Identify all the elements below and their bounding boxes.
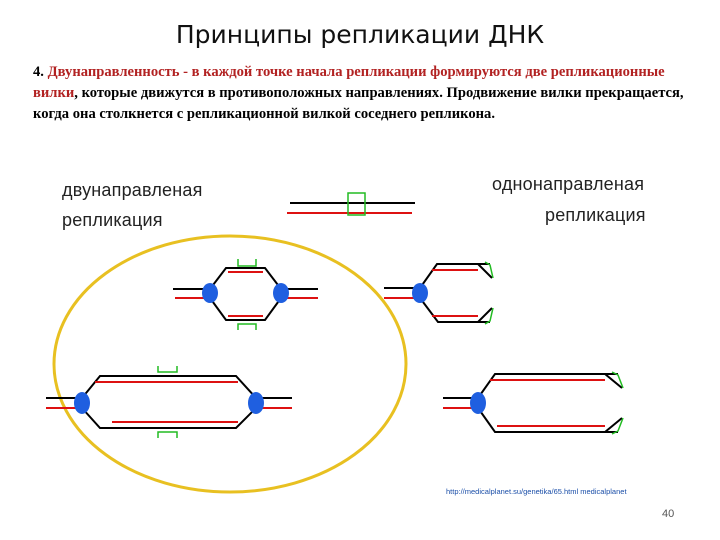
bracket-top: [237, 259, 257, 267]
replication-fork-dot: [202, 283, 218, 303]
unidirectional-fork-late: [443, 371, 624, 435]
label-unidirectional-1: однонаправленая: [492, 174, 645, 194]
paragraph-emphasis: Двунаправленность - в каждой точке начал…: [33, 64, 665, 101]
highlight-ellipse: [52, 234, 408, 494]
paragraph-number: 4.: [33, 64, 44, 80]
source-link[interactable]: http://medicalplanet.su/genetika/65.html…: [446, 487, 627, 496]
slide-title: Принципы репликации ДНК: [175, 20, 545, 49]
paragraph-body: , которые движутся в противоположных нап…: [33, 85, 684, 122]
bracket-bottom: [237, 323, 257, 330]
label-bidirectional-2: репликация: [62, 210, 163, 230]
replication-fork-dot: [470, 392, 486, 414]
unidirectional-fork-early: [384, 261, 494, 325]
replication-fork-dot: [74, 392, 90, 414]
principle-paragraph: 4. Двунаправленность - в каждой точке на…: [33, 62, 703, 125]
bidirectional-bubble-late: [46, 366, 292, 438]
origin-bracket: [347, 192, 366, 216]
label-unidirectional-2: репликация: [545, 205, 646, 225]
bidirectional-bubble-early: [173, 259, 318, 330]
page-number: 40: [662, 508, 675, 520]
replication-fork-dot: [412, 283, 428, 303]
label-bidirectional-1: двунаправленая: [62, 180, 203, 200]
replication-fork-dot: [273, 283, 289, 303]
unreplicated-dna: [287, 192, 415, 216]
replication-fork-dot: [248, 392, 264, 414]
